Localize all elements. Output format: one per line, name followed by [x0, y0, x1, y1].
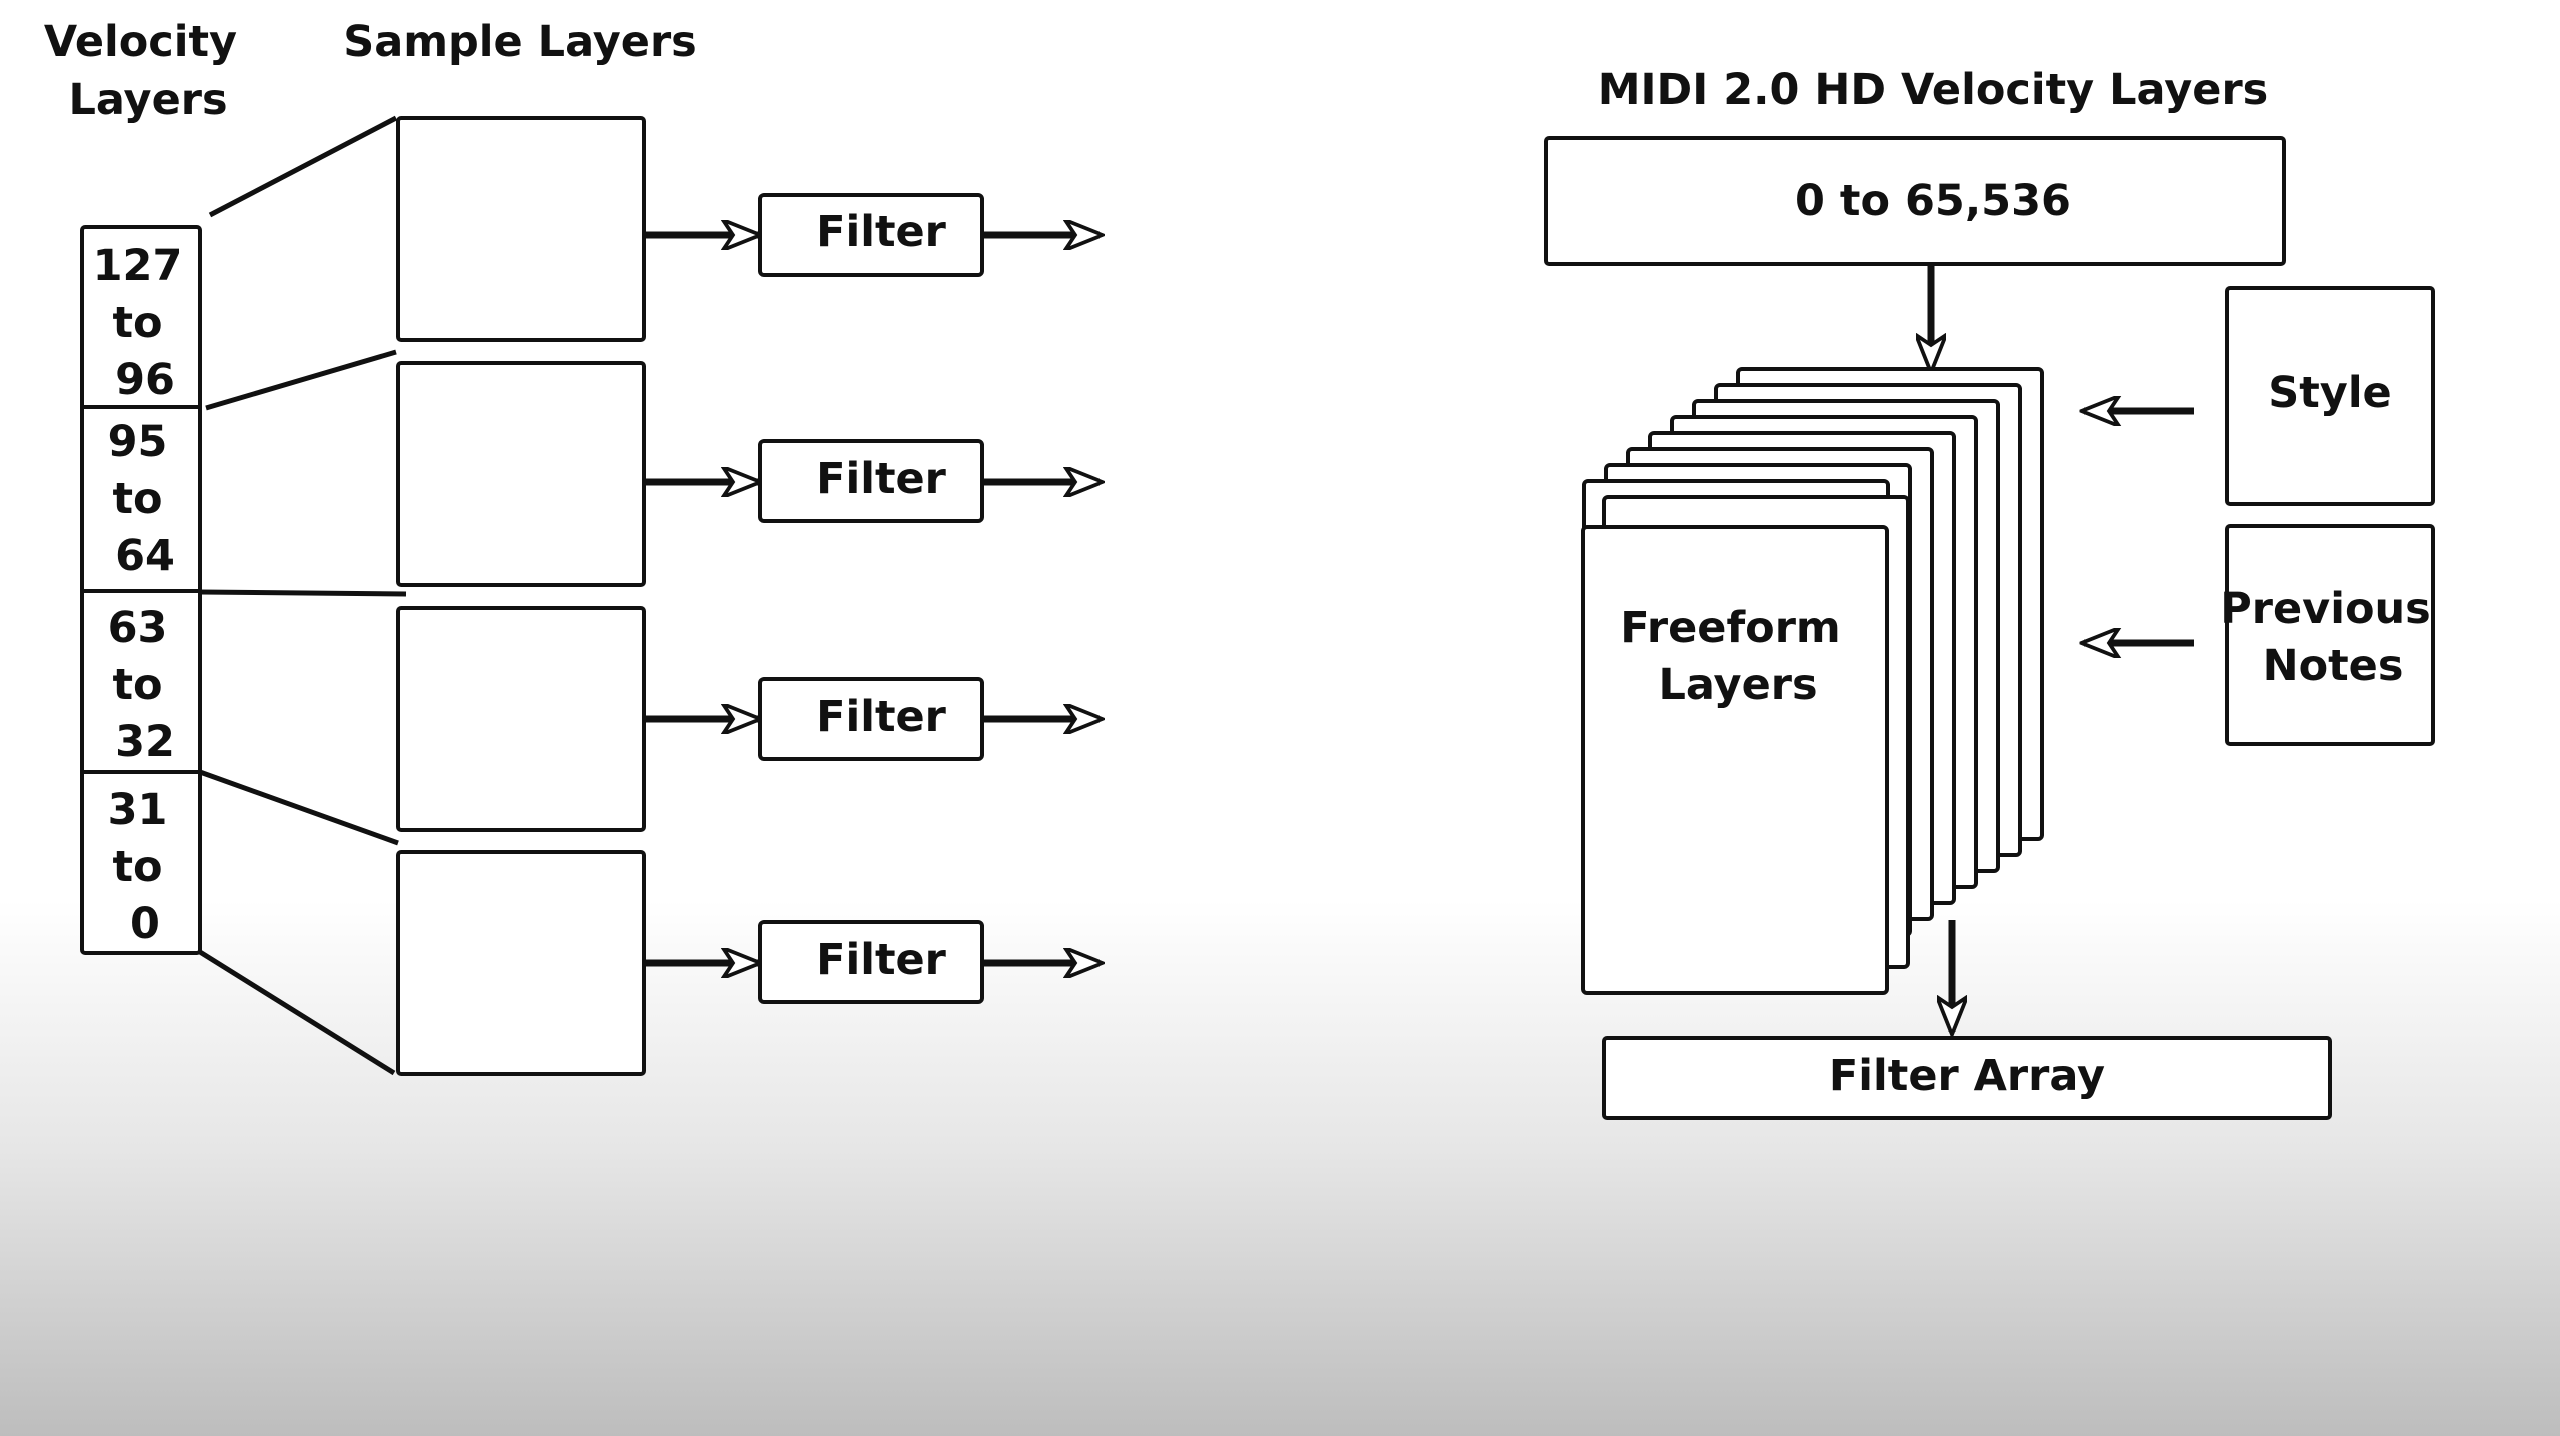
- filter-array-label: Filter Array: [1829, 1051, 2105, 1101]
- previous-notes-label: Previous Notes: [2220, 584, 2445, 691]
- filter-label: Filter: [816, 454, 947, 504]
- velocity-heading-line-1: Velocity: [44, 17, 237, 67]
- filter-label: Filter: [816, 935, 947, 985]
- velocity-range-box: [1544, 136, 2286, 266]
- velocity-range-column: 127 to 96 95 to 64 63 to 32 31 to 0: [80, 225, 202, 955]
- sample-layer-box: [396, 606, 646, 832]
- freeform-layers-stack: [1581, 367, 2044, 995]
- velocity-range-63-32: 63 to 32: [108, 603, 183, 767]
- sample-layer-box: [396, 116, 646, 342]
- style-label: Style: [2268, 368, 2391, 418]
- sample-layer-box: [396, 361, 646, 587]
- velocity-range-label: 0 to 65,536: [1795, 176, 2071, 226]
- velocity-heading-line-2: Layers: [68, 75, 227, 125]
- sample-layers-heading: Sample Layers: [343, 17, 697, 67]
- freeform-layers-label: Freeform Layers: [1620, 603, 1855, 710]
- previous-notes-box: [2225, 524, 2435, 746]
- filter-label: Filter: [816, 207, 947, 257]
- velocity-range-31-0: 31 to 0: [108, 785, 183, 949]
- left-diagram: Velocity Layers Sample Layers 127 to 96 …: [44, 17, 1100, 1076]
- filter-array-box: [1602, 1036, 2332, 1120]
- sample-layer-box: [396, 850, 646, 1076]
- filter-label: Filter: [816, 692, 947, 742]
- right-diagram: MIDI 2.0 HD Velocity Layers 0 to 65,536 …: [1544, 65, 2445, 1120]
- style-box: [2225, 286, 2435, 506]
- sample-layer-row-4: Filter: [396, 850, 1100, 1076]
- sample-layer-row-2: Filter: [396, 361, 1100, 587]
- hd-velocity-title: MIDI 2.0 HD Velocity Layers: [1598, 65, 2269, 115]
- velocity-range-95-64: 95 to 64: [108, 417, 183, 581]
- velocity-layers-heading: Velocity Layers: [44, 17, 252, 125]
- sample-layer-row-1: Filter: [396, 116, 1100, 342]
- sample-layer-row-3: Filter: [396, 606, 1100, 832]
- velocity-range-127-96: 127 to 96: [93, 241, 198, 405]
- range-connector-lines: [198, 115, 407, 1076]
